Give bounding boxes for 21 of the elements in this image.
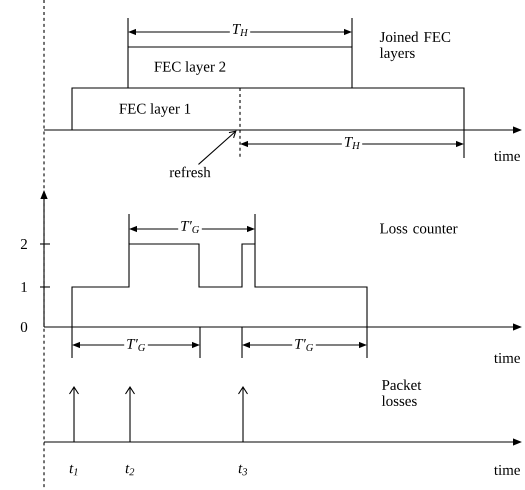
tick-label: 1 — [22, 282, 27, 292]
section-label: Loss counter — [380, 224, 458, 234]
section-label: Joined FEC layers — [380, 32, 450, 62]
axis-label: time — [494, 352, 520, 363]
dimension-label: T′$_{G}$ — [292, 336, 316, 353]
tick-label: 2 — [20, 239, 27, 249]
axis-label: time — [494, 464, 520, 475]
tick-label: 0 — [20, 322, 28, 332]
dimension-label: T′$_{G}$ — [124, 336, 148, 353]
layer-box: FEC layer 1 — [71, 87, 465, 131]
time-label: t$_{1}$ — [70, 464, 78, 476]
dimension-label: T$_{H}$ — [342, 135, 362, 151]
dimension-label: T$_{H}$ — [230, 22, 250, 38]
time-label: t$_{2}$ — [126, 464, 134, 476]
leader-line — [198, 130, 237, 165]
section-label: Packet losses — [382, 380, 422, 406]
layer-box: FEC layer 2 — [127, 46, 353, 89]
dimension-label: T′$_{G}$ — [178, 218, 202, 235]
axis-label: time — [494, 150, 520, 161]
time-label: t$_{3}$ — [238, 464, 248, 476]
refresh-label: refresh — [170, 166, 211, 178]
